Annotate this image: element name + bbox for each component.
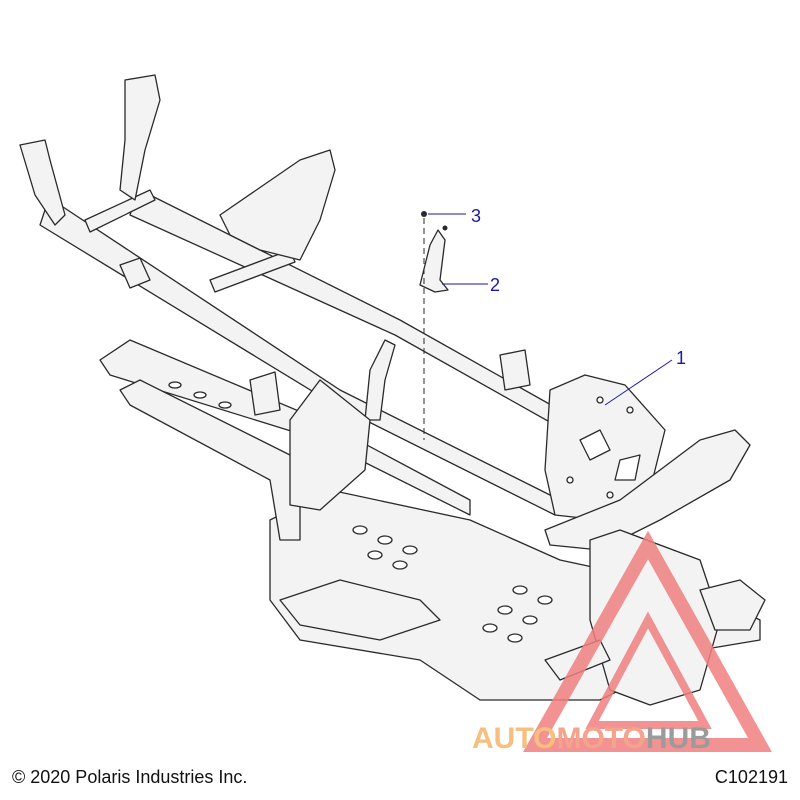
callout-1-leader	[604, 359, 673, 406]
copyright-notice: © 2020 Polaris Industries Inc.	[12, 767, 248, 787]
part-3-fastener-b	[442, 225, 448, 231]
lower-left-rail-2	[119, 379, 301, 541]
front-right-mount-plate	[699, 579, 766, 631]
callout-1-number: 1	[676, 348, 686, 368]
part-3-fastener	[421, 211, 427, 217]
center-support-tube	[364, 339, 396, 421]
rail-bracket-b	[499, 349, 531, 391]
watermark-text: AUTOMOTOHUB	[472, 722, 711, 755]
front-skid	[279, 579, 441, 641]
drawing-number: C102191	[714, 767, 788, 787]
cross-tube-rear	[84, 189, 156, 233]
callout-3-number: 3	[471, 206, 481, 226]
watermark-logo: AUTOMOTOHUB	[472, 530, 772, 755]
cross-tube-mid	[209, 249, 296, 293]
watermark-hub: HUB	[646, 722, 711, 755]
left-gusset-tower	[289, 379, 371, 511]
callout-2-number: 2	[490, 275, 500, 295]
front-cross-member	[544, 429, 751, 551]
watermark-triangle-icon	[523, 530, 772, 752]
rail-bracket-a	[119, 257, 151, 289]
seat-support-plate	[219, 149, 336, 261]
rear-left-upright	[19, 139, 66, 226]
watermark-moto: MOTO	[556, 722, 645, 755]
bulkhead-holes	[566, 396, 641, 499]
part-2-bracket	[419, 229, 449, 293]
watermark-auto: AUTO	[472, 722, 556, 755]
rail-bracket-c	[249, 371, 281, 416]
frame-assembly	[19, 74, 766, 706]
floor-holes	[168, 381, 553, 643]
watermark-inner-triangle-icon	[585, 611, 712, 729]
rear-right-upright	[119, 74, 161, 201]
